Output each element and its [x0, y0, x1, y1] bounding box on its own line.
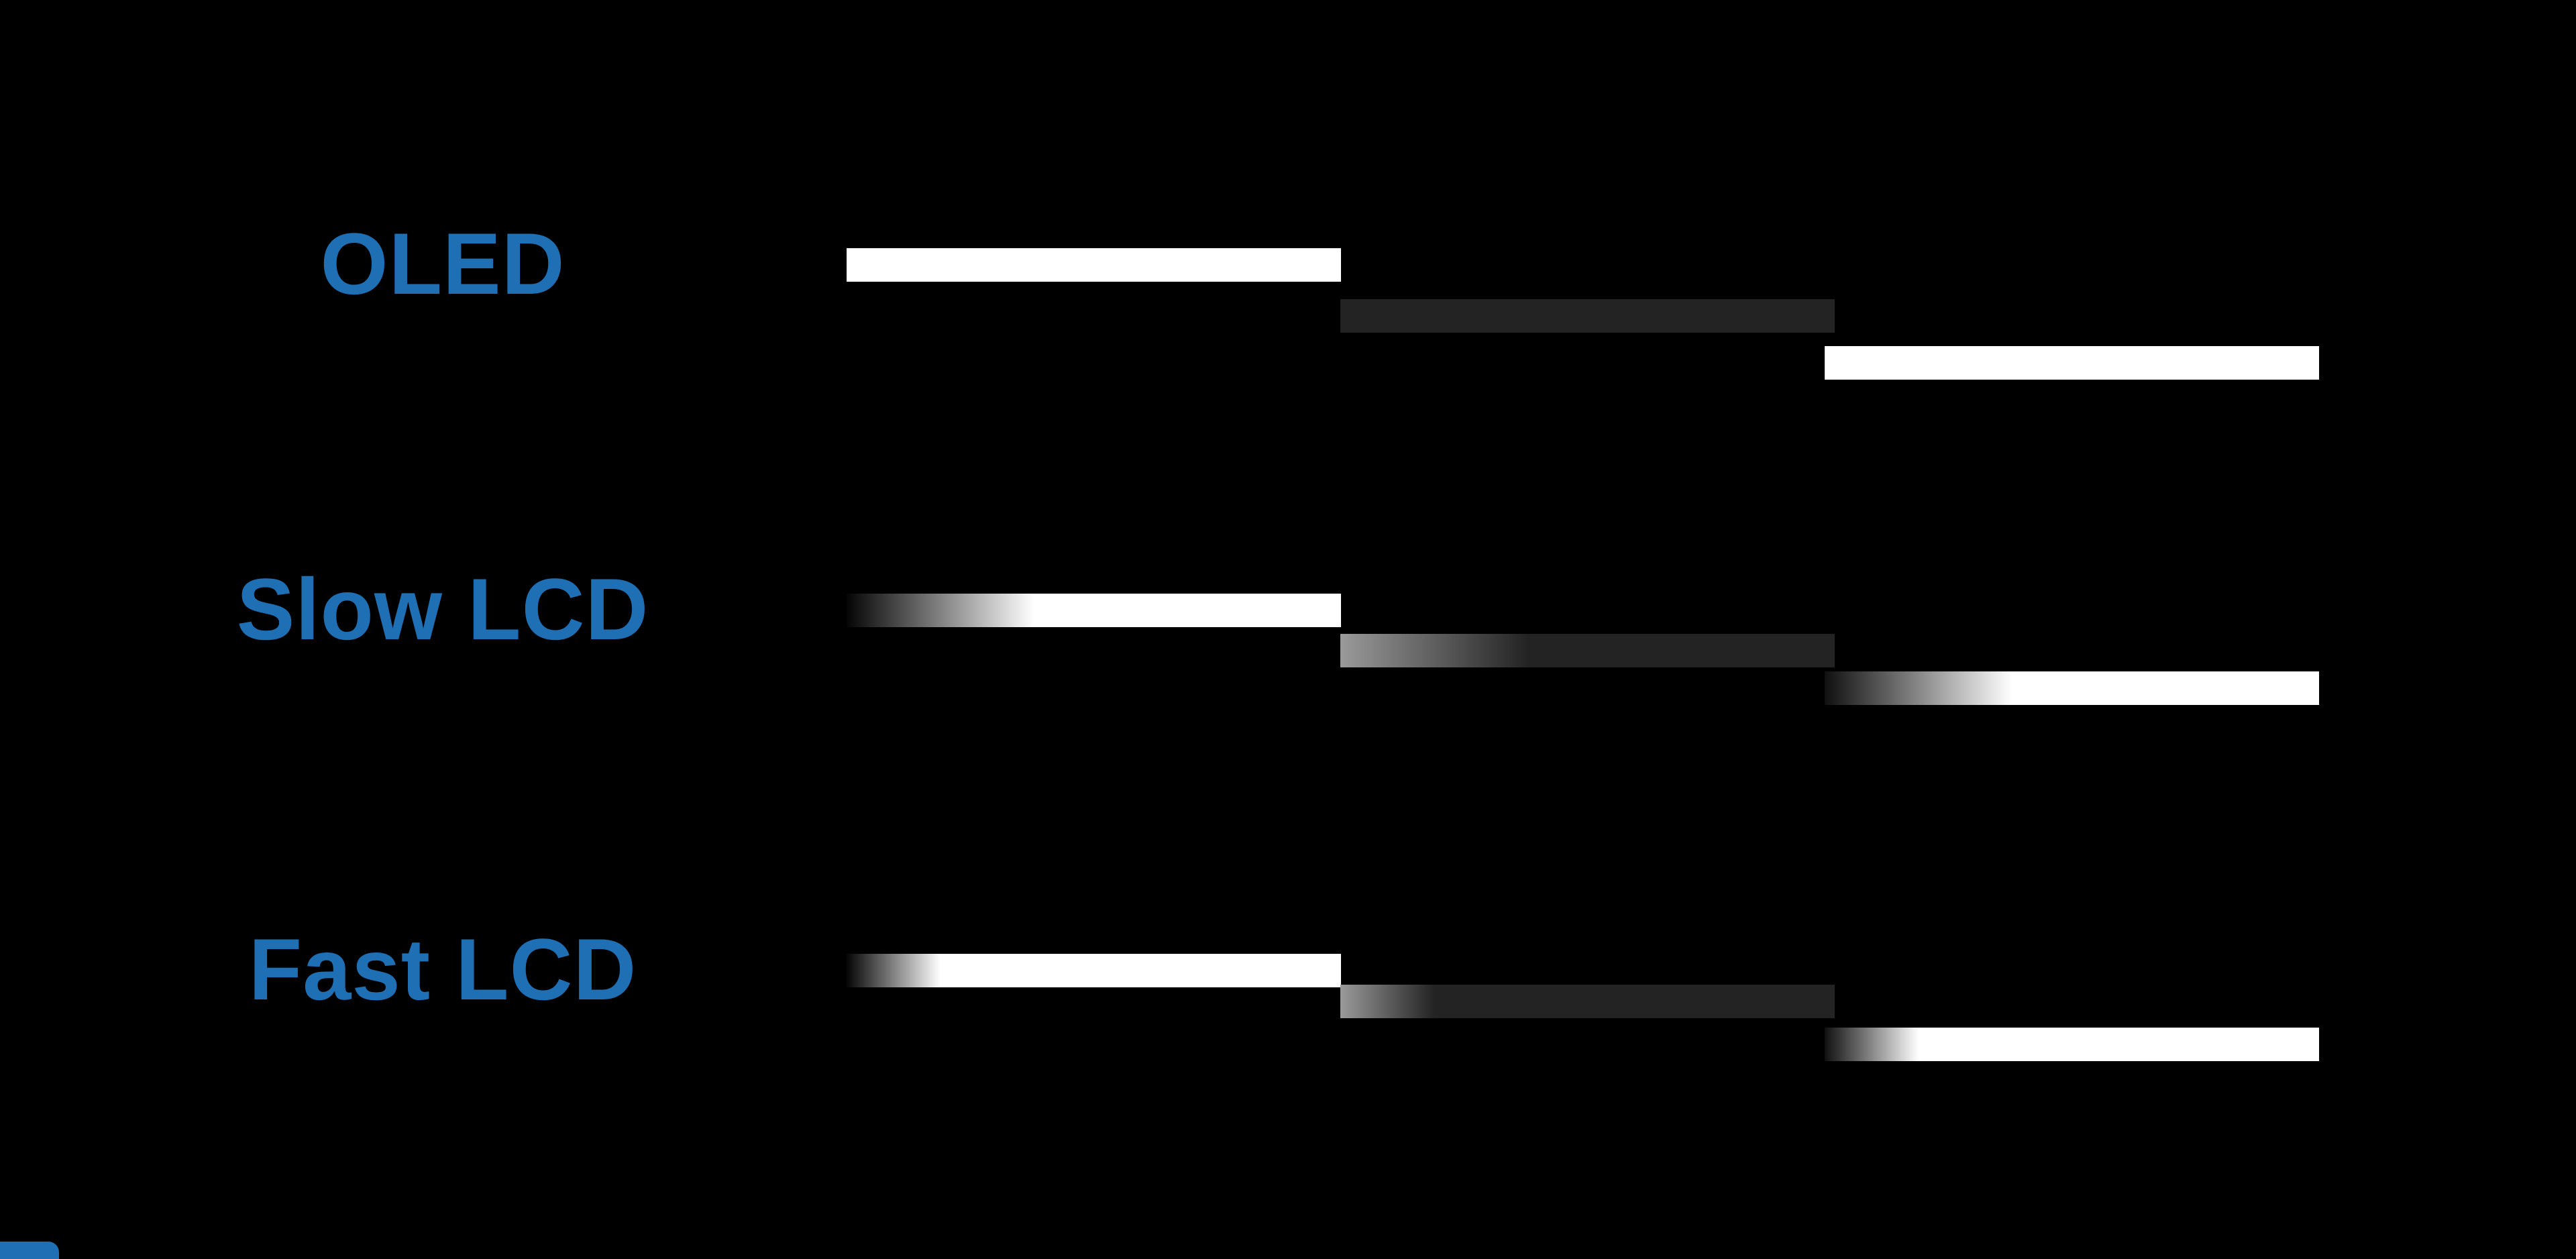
row-label-oled: OLED: [320, 215, 566, 313]
slow-lcd-dim-bar: [1340, 634, 1835, 667]
row-oled: OLED: [0, 220, 2576, 382]
oled-bright-bar-1: [847, 248, 1341, 282]
row-fast-lcd: Fast LCD: [0, 926, 2576, 1088]
oled-dim-bar: [1340, 299, 1835, 333]
fast-lcd-dim-bar: [1340, 985, 1835, 1018]
slow-lcd-bright-bar-1: [847, 594, 1341, 627]
bottom-left-partial-shape: [0, 1242, 59, 1259]
fast-lcd-bright-bar-2: [1825, 1028, 2319, 1061]
row-slow-lcd: Slow LCD: [0, 565, 2576, 728]
row-label-slow-lcd: Slow LCD: [236, 560, 649, 658]
row-label-fast-lcd: Fast LCD: [248, 920, 637, 1018]
oled-bright-bar-2: [1825, 346, 2319, 380]
slow-lcd-bright-bar-2: [1825, 671, 2319, 705]
fast-lcd-bright-bar-1: [847, 954, 1341, 987]
